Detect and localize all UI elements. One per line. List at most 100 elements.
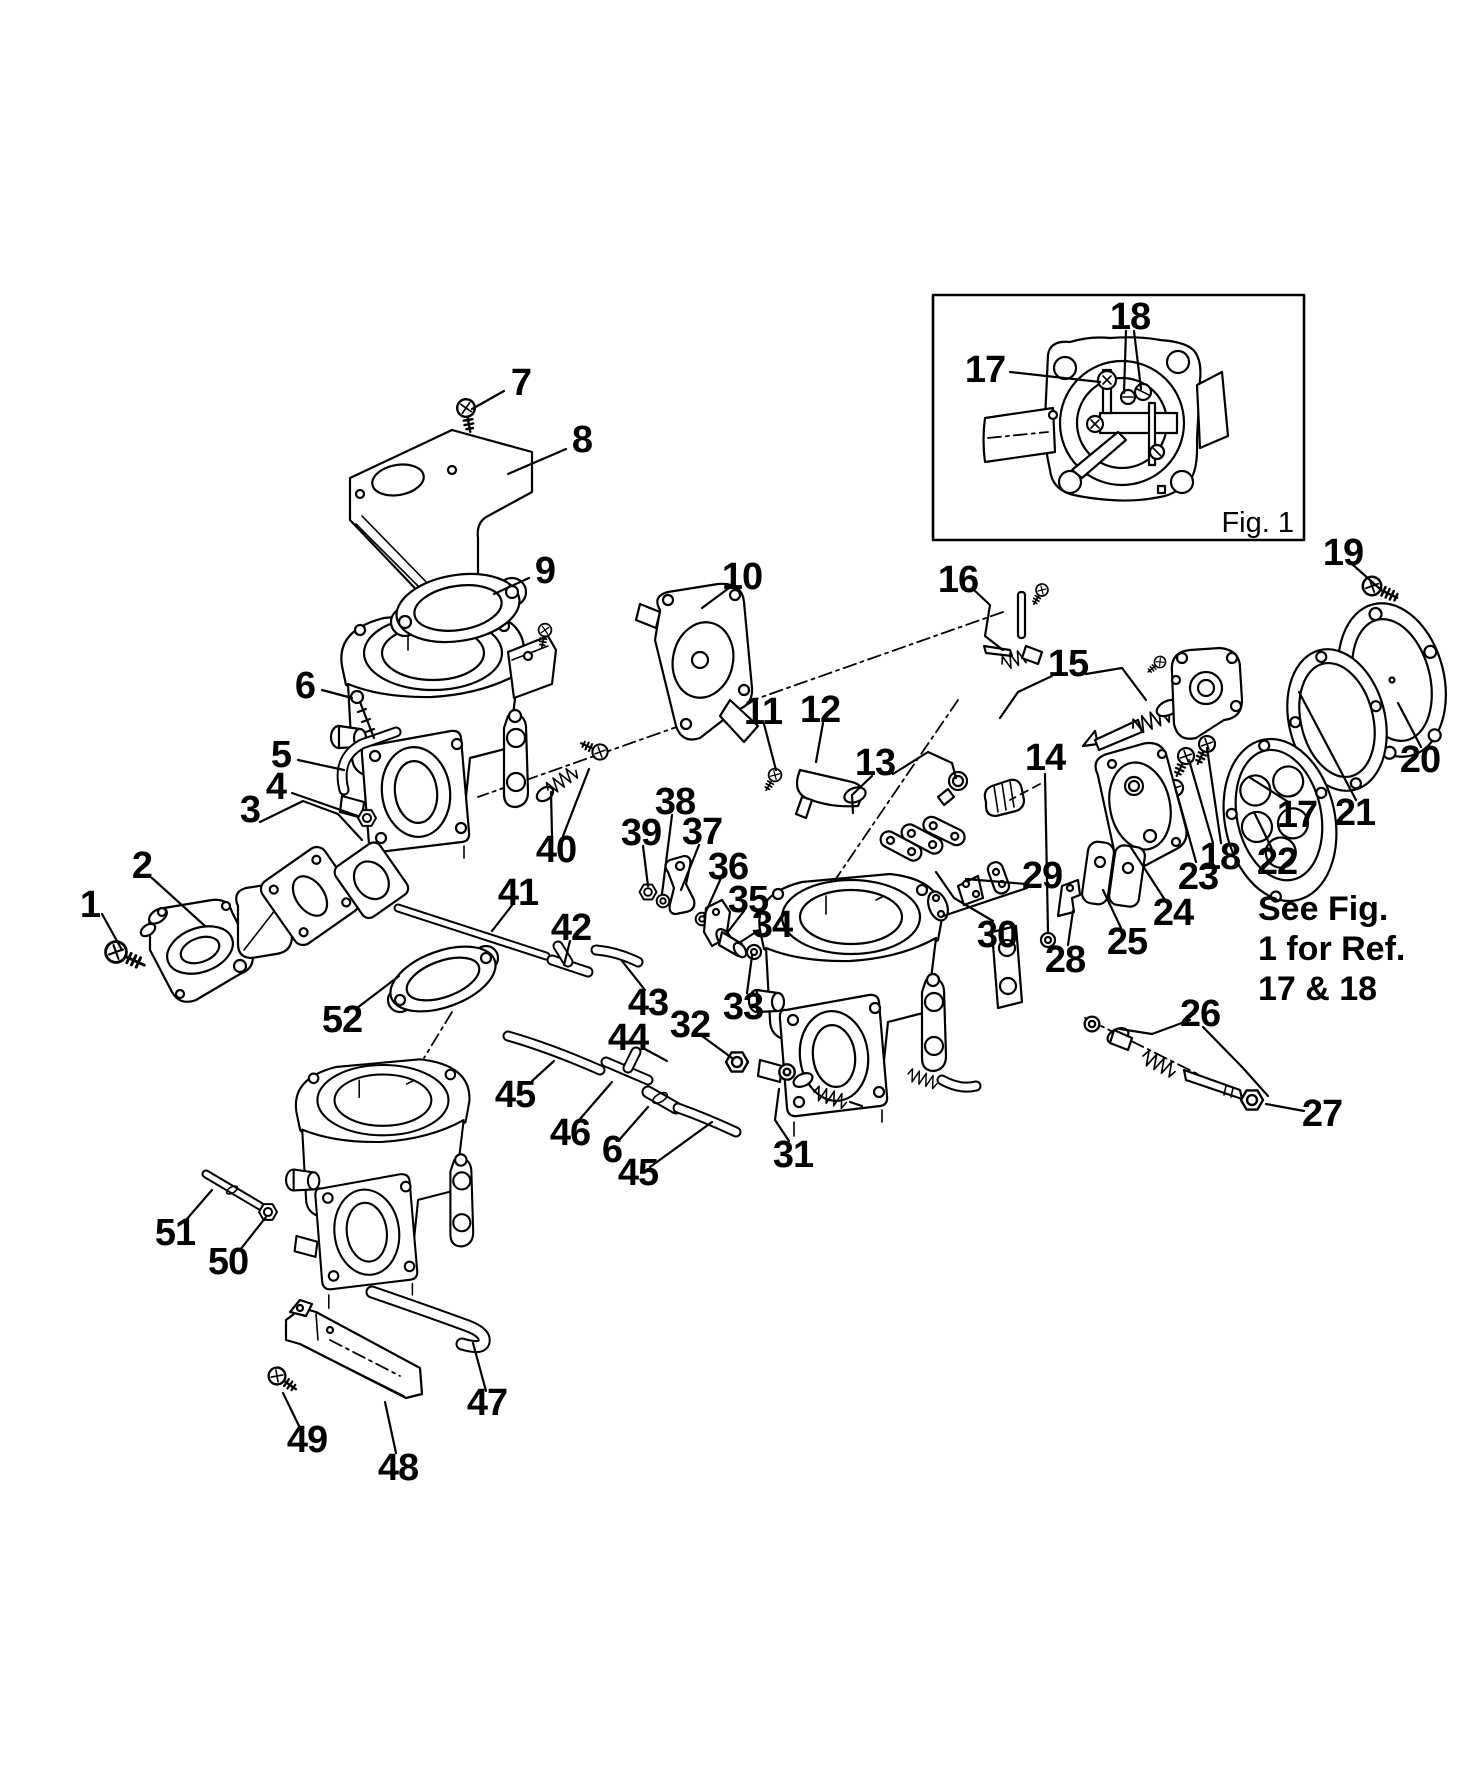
gasket-ring-21: [1286, 648, 1388, 792]
part-label-7-6: 7: [511, 362, 531, 404]
leader-line: [383, 1400, 398, 1455]
note-line-2: 1 for Ref.: [1258, 930, 1405, 968]
leader-line: [506, 447, 568, 476]
part-label-10-9: 10: [722, 556, 762, 598]
part-label-35-34: 35: [728, 879, 769, 921]
leader-line: [850, 774, 874, 815]
leader-line: [814, 721, 825, 764]
leader-line: [1101, 888, 1123, 930]
part-label-23-22: 23: [1178, 856, 1218, 898]
leader-line: [238, 1215, 268, 1252]
part-label-15-14: 15: [1048, 643, 1089, 685]
leader-line: [934, 870, 995, 923]
leader-line: [1043, 772, 1050, 935]
part-label-4-3: 4: [266, 766, 287, 808]
leader-line: [725, 909, 746, 935]
drain-hose-47: [365, 1285, 491, 1354]
leader-line: [620, 959, 647, 992]
part-label-1-0: 1: [80, 884, 101, 926]
part-label-30-29: 30: [977, 914, 1017, 956]
part-label-38-37: 38: [655, 781, 695, 823]
nut-4: [357, 809, 377, 827]
part-label-50-51: 50: [208, 1241, 248, 1283]
leader-line: [679, 843, 701, 892]
leader-line: [1128, 844, 1167, 902]
leader-line: [100, 912, 124, 952]
part-label-33-32: 33: [723, 986, 763, 1028]
pump-cover-2: [139, 898, 254, 1003]
leader-line: [549, 790, 554, 838]
diaphragm-gaskets-3: [235, 841, 410, 960]
leader-line: [1350, 562, 1382, 591]
part-label-25-24: 25: [1107, 921, 1148, 963]
leader-line: [641, 1046, 669, 1063]
leader-lines: [100, 329, 1423, 1455]
leader-line: [1084, 666, 1148, 702]
leader-line: [1187, 758, 1215, 845]
leader-line: [355, 974, 401, 1010]
leader-line: [1122, 329, 1128, 395]
leader-line: [492, 576, 531, 596]
part-label-18-20: 18: [1200, 836, 1240, 878]
bracket-28: [1056, 878, 1082, 918]
leader-line: [490, 902, 515, 933]
part-label-29-28: 29: [1022, 855, 1062, 897]
leader-line: [1264, 1102, 1306, 1113]
fig1-inset: Fig. 1: [931, 293, 1306, 542]
part-label-44-43: 44: [608, 1017, 649, 1059]
check-valve-12: [794, 768, 867, 820]
carb2-lever-arm: [905, 924, 1024, 1093]
part-label-37-36: 37: [682, 811, 722, 853]
fig1-caption: Fig. 1: [1221, 507, 1294, 539]
screw-7: [454, 396, 481, 435]
fuel-lines: [393, 903, 742, 1138]
reed-plates-25: [1081, 840, 1146, 908]
see-fig-note: See Fig. 1 for Ref. 17 & 18: [1258, 890, 1405, 1008]
needle-screw-26-27: [1083, 1015, 1265, 1111]
leader-line: [964, 877, 1028, 886]
leader-line: [891, 750, 958, 780]
part-label-12-11: 12: [800, 689, 840, 731]
part-label-17-19: 17: [1277, 794, 1317, 836]
mount-bracket-8: [348, 428, 534, 606]
fig1-carburetor-top-view: [982, 336, 1230, 502]
part-label-52-53: 52: [322, 999, 362, 1041]
fuel-tube-51: [201, 1169, 265, 1211]
leader-line: [150, 876, 207, 928]
part-label-11-10: 11: [744, 691, 783, 733]
leader-line: [1118, 1018, 1192, 1036]
leader-line: [281, 1391, 302, 1430]
leader-line: [737, 928, 761, 945]
note-line-1: See Fig.: [1258, 890, 1388, 928]
part-label-5-4: 5: [271, 734, 292, 776]
part-label-47-48: 47: [467, 1382, 507, 1424]
mount-bracket-48: [284, 1298, 424, 1400]
screw-spring-31: [778, 1063, 864, 1110]
part-label-19-16: 19: [1323, 532, 1363, 574]
leader-line: [972, 588, 1005, 652]
leader-line: [1008, 370, 1102, 384]
leader-line: [561, 767, 591, 838]
part-label-22-21: 22: [1257, 841, 1297, 883]
part-label-9-8: 9: [535, 550, 555, 592]
note-line-3: 17 & 18: [1258, 970, 1377, 1008]
choke-shaft-15: [1081, 646, 1244, 752]
nut-50: [258, 1203, 278, 1221]
leader-line: [1066, 909, 1075, 947]
leader-line: [1009, 783, 1041, 801]
leader-line: [290, 791, 360, 818]
part-label-41-40: 41: [498, 872, 539, 914]
part-label-51-52: 51: [155, 1212, 196, 1254]
leader-line: [745, 954, 754, 995]
leader-line: [1205, 746, 1223, 845]
leader-line: [648, 1120, 714, 1169]
part-label-27-26: 27: [1302, 1093, 1342, 1135]
pump-cover-10: [634, 582, 760, 744]
part-label-6-46: 6: [602, 1129, 622, 1171]
leader-line: [700, 586, 731, 610]
elbow-hose-5: [336, 726, 402, 796]
screw-49: [264, 1363, 302, 1398]
part-label-17-54: 17: [965, 349, 1005, 391]
